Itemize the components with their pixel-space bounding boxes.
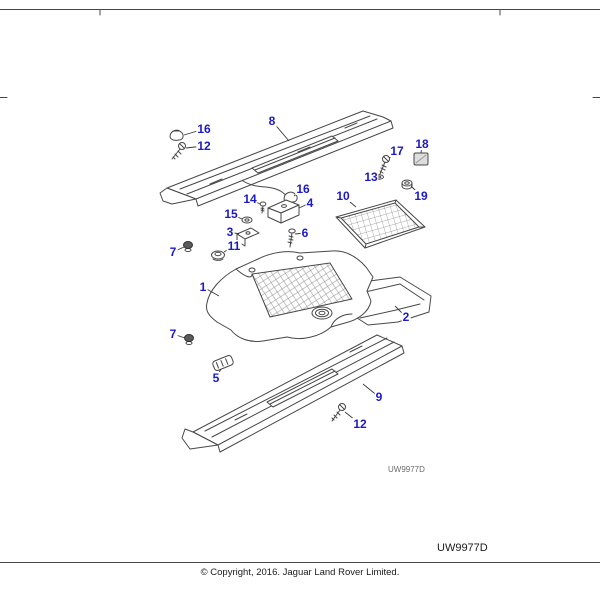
part-number-callout: 18 [414,137,430,151]
part-number-callout: 5 [211,371,221,385]
part-number-callout: 10 [335,189,351,203]
part-number-callout: 8 [267,114,277,128]
frame-marks [0,9,600,563]
clip-7b-drawing [184,334,194,345]
pad-18-drawing [413,152,429,166]
part-number-callout: 12 [352,417,368,431]
part-number-callout: 1 [198,280,208,294]
part-number-callout: 19 [413,189,429,203]
upper-floor-panel-8-drawing [159,110,394,207]
part-number-callout: 17 [389,144,405,158]
part-number-callout: 6 [300,226,310,240]
part-number-callout: 7 [168,245,178,259]
copyright-text: © Copyright, 2016. Jaguar Land Rover Lim… [200,567,400,578]
floor-carpet-1-drawing [206,250,374,342]
screw-17-drawing [379,155,390,175]
part-number-callout: 16 [295,182,311,196]
part-number-callout: 14 [242,192,258,206]
grommet-15-drawing [241,216,253,224]
screw-12b-drawing [331,403,346,422]
part-number-callout: 11 [226,239,242,253]
retaining-clip-16a-drawing [169,129,184,141]
part-number-callout: 7 [168,327,178,341]
bracket-5-drawing [212,355,234,371]
part-number-callout: 4 [305,196,315,210]
diagram-code-small: UW9977D [388,465,425,474]
part-number-callout: 12 [196,139,212,153]
screw-12a-drawing [171,142,186,160]
diagram-code: UW9977D [437,542,488,554]
part-number-callout: 3 [225,225,235,239]
screw-6-drawing [287,228,296,248]
part-number-callout: 9 [374,390,384,404]
part-number-callout: 13 [363,170,379,184]
insulation-mat-10-drawing [335,199,426,249]
part-number-callout: 15 [223,207,239,221]
clip-7a-drawing [183,241,193,252]
part-number-callout: 2 [401,310,411,324]
stud-14-drawing [259,201,267,214]
lower-floor-panel-9-drawing [181,334,405,453]
nut-19-drawing [401,179,413,190]
part-number-callout: 16 [196,122,212,136]
grommet-11-drawing [211,250,225,261]
bracket-4-drawing [267,199,300,224]
